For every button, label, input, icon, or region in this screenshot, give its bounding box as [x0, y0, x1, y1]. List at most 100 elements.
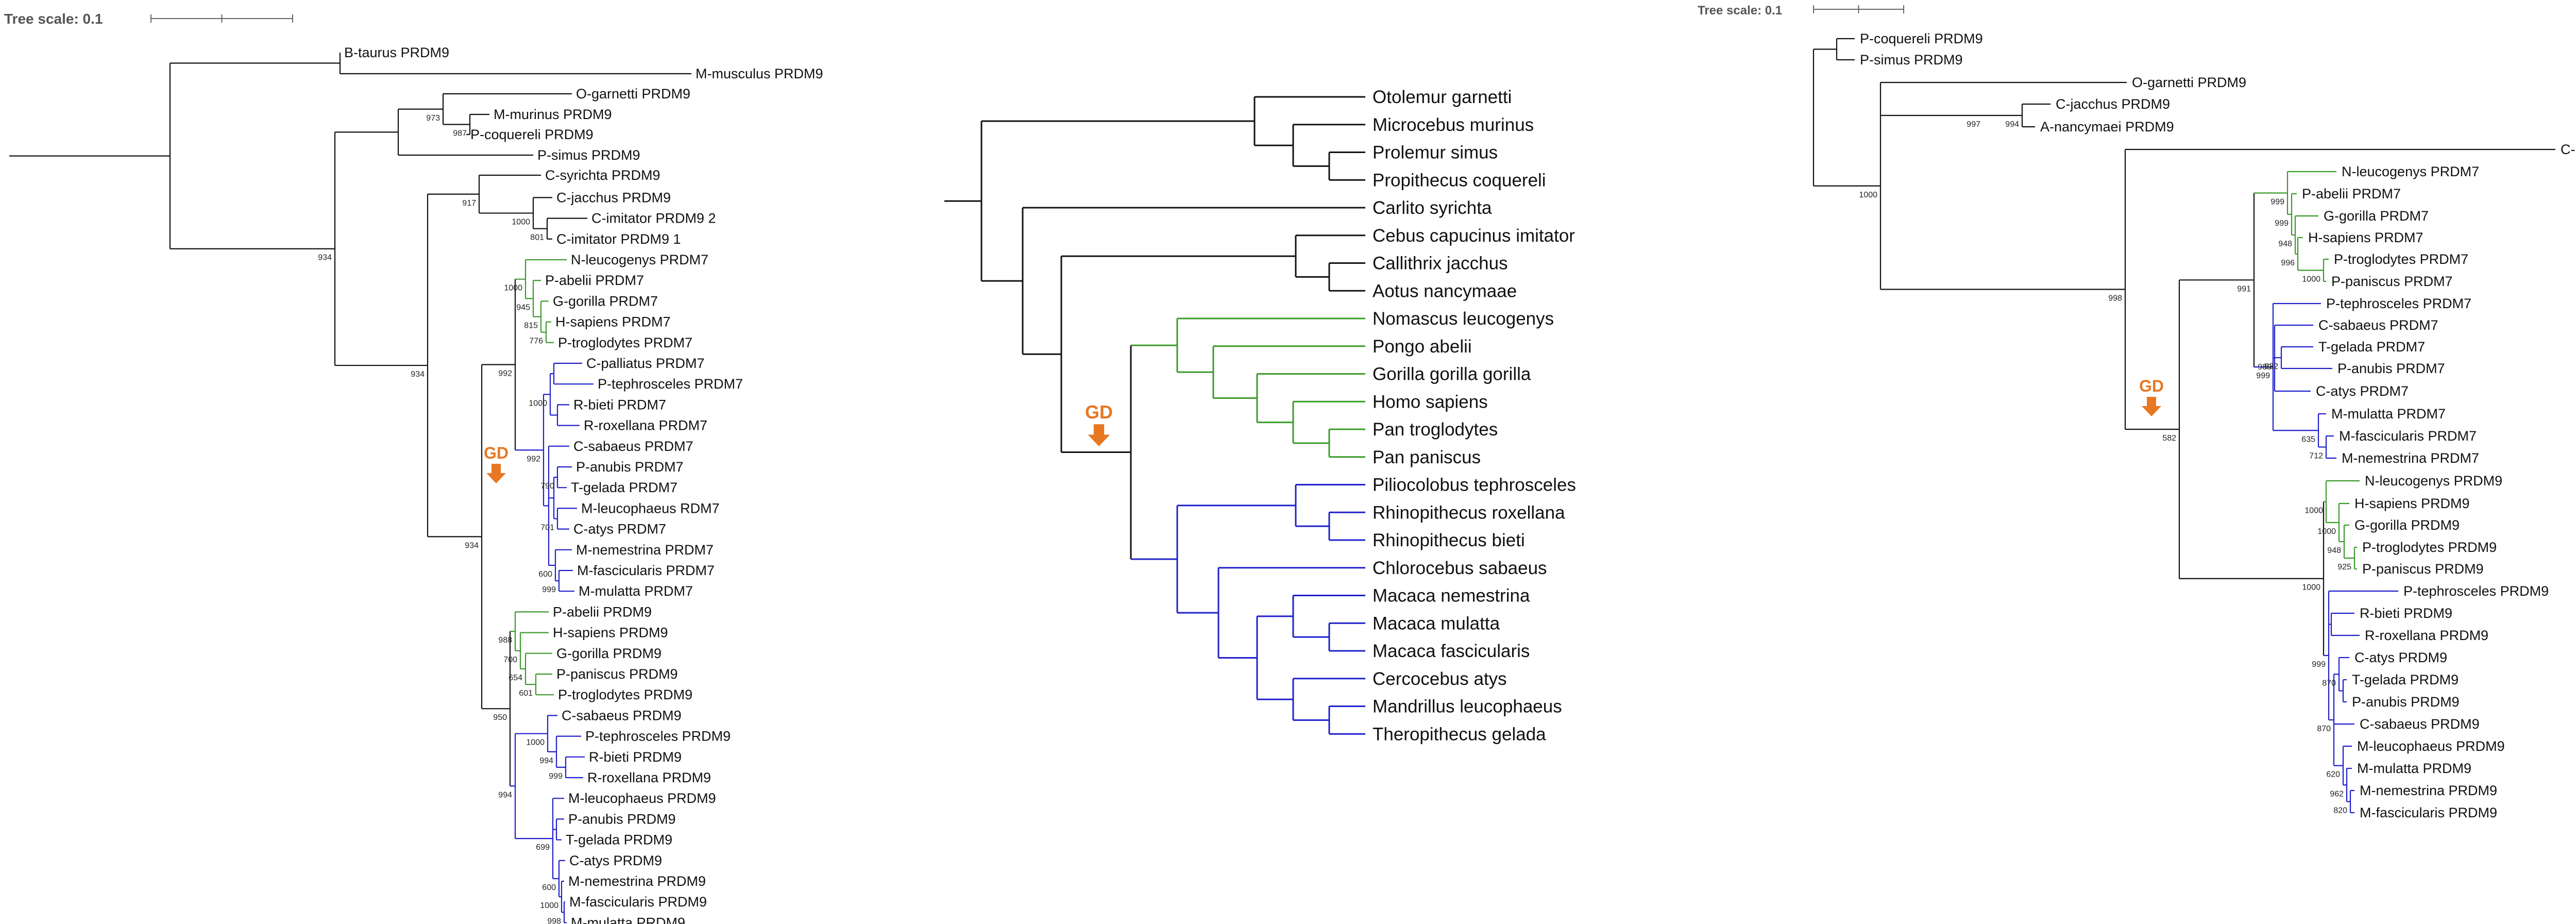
- bootstrap-value: 992: [498, 369, 512, 378]
- tip-label: C-atys PRDM7: [2316, 383, 2409, 399]
- tip-label: Microcebus murinus: [1372, 115, 1534, 135]
- tip-label: H-sapiens PRDM9: [553, 625, 668, 641]
- tip-label: C-imitator PRDM9 1: [556, 231, 681, 247]
- tip-label: P-anubis PRDM7: [2337, 361, 2445, 376]
- gd-label: GD: [484, 444, 509, 462]
- tip-label: P-abelii PRDM7: [2302, 186, 2401, 201]
- tip-label: C-sabaeus PRDM7: [2318, 317, 2438, 333]
- tip-label: Pan paniscus: [1372, 447, 1481, 467]
- bootstrap-value: 1000: [540, 901, 558, 910]
- tip-label: G-gorilla PRDM9: [2354, 517, 2460, 533]
- tip-label: P-paniscus PRDM7: [2331, 274, 2453, 289]
- bootstrap-value: 925: [2337, 563, 2351, 572]
- bootstrap-value: 582: [2162, 434, 2176, 443]
- tip-label: R-roxellana PRDM9: [587, 770, 711, 785]
- tip-label: A-nancymaei PRDM9: [2040, 119, 2174, 135]
- tip-label: Rhinopithecus bieti: [1372, 530, 1525, 550]
- bootstrap-value: 973: [426, 114, 440, 123]
- tip-label: R-bieti PRDM9: [589, 749, 682, 765]
- tree-scale-label: Tree scale: 0.1: [1698, 4, 1782, 18]
- tip-label: Theropithecus gelada: [1372, 724, 1546, 744]
- tip-label: N-leucogenys PRDM7: [2342, 164, 2479, 179]
- tip-label: Gorilla gorilla gorilla: [1372, 364, 1531, 384]
- tip-label: P-anubis PRDM9: [2352, 694, 2460, 710]
- tip-label: C-sabaeus PRDM9: [562, 708, 682, 723]
- bootstrap-value: 917: [462, 199, 476, 208]
- tip-label: P-anubis PRDM9: [568, 811, 676, 827]
- tip-label: T-gelada PRDM7: [2318, 339, 2425, 355]
- gd-label: GD: [2139, 377, 2164, 395]
- bootstrap-value: 999: [542, 585, 556, 594]
- tip-label: M-mulatta PRDM7: [579, 583, 693, 599]
- gd-arrow-icon: [1088, 424, 1110, 446]
- bootstrap-value: 988: [498, 636, 512, 645]
- tip-label: Prolemur simus: [1372, 143, 1498, 163]
- tip-label: R-roxellana PRDM7: [584, 418, 707, 433]
- bootstrap-value: 1000: [2302, 583, 2320, 592]
- tip-label: Macaca nemestrina: [1372, 586, 1530, 606]
- tip-label: M-nemestrina PRDM7: [2342, 450, 2479, 466]
- bootstrap-value: 989: [2258, 363, 2272, 372]
- tip-label: M-musculus PRDM9: [696, 66, 823, 81]
- tip-label: G-gorilla PRDM9: [556, 646, 662, 661]
- bootstrap-value: 999: [2312, 660, 2326, 669]
- tip-label: Callithrix jacchus: [1372, 254, 1508, 274]
- tip-label: G-gorilla PRDM7: [553, 293, 658, 309]
- tip-label: M-fascicularis PRDM9: [2360, 805, 2497, 820]
- bootstrap-value: 600: [542, 883, 556, 892]
- bootstrap-value: 999: [549, 772, 563, 781]
- bootstrap-value: 870: [2317, 725, 2331, 733]
- bootstrap-value: 635: [2301, 435, 2315, 444]
- tip-label: P-troglodytes PRDM7: [2334, 251, 2468, 267]
- tip-label: Aotus nancymaae: [1372, 281, 1517, 301]
- tip-label: P-troglodytes PRDM7: [558, 335, 692, 350]
- bootstrap-value: 701: [540, 524, 554, 532]
- bootstrap-value: 1000: [529, 399, 547, 408]
- tip-label: H-sapiens PRDM9: [2354, 496, 2470, 511]
- bootstrap-value: 620: [2326, 770, 2340, 779]
- bootstrap-value: 962: [2330, 789, 2344, 798]
- bootstrap-value: 600: [538, 570, 552, 579]
- tip-label: P-troglodytes PRDM9: [2362, 540, 2497, 555]
- tip-label: P-tephrosceles PRDM7: [2326, 296, 2471, 311]
- bootstrap-value: 934: [318, 254, 332, 262]
- bootstrap-value: 1000: [2302, 275, 2320, 284]
- tip-label: P-simus PRDM9: [1860, 52, 1963, 68]
- bootstrap-value: 1000: [2304, 507, 2323, 515]
- tip-label: P-paniscus PRDM9: [2362, 561, 2484, 577]
- tip-label: G-gorilla PRDM7: [2324, 208, 2429, 224]
- tip-label: H-sapiens PRDM7: [2308, 230, 2424, 245]
- tip-label: M-mulatta PRDM7: [2331, 406, 2446, 422]
- bootstrap-value: 994: [2005, 120, 2019, 129]
- tip-label: Nomascus leucogenys: [1372, 309, 1554, 329]
- tip-label: M-nemestrina PRDM7: [576, 542, 714, 558]
- tip-label: P-tephrosceles PRDM7: [598, 376, 743, 392]
- tip-label: C-imitator PRDM9: [2561, 142, 2576, 157]
- tip-label: C-atys PRDM7: [573, 522, 666, 537]
- bootstrap-value: 801: [530, 233, 544, 242]
- bootstrap-value: 950: [493, 713, 507, 722]
- tip-label: M-murinus PRDM9: [494, 107, 612, 122]
- tip-label: Carlito syrichta: [1372, 198, 1492, 218]
- bootstrap-value: 997: [1967, 120, 1980, 129]
- tip-label: M-fascicularis PRDM7: [2339, 428, 2477, 444]
- tip-label: N-leucogenys PRDM9: [2365, 473, 2502, 489]
- bootstrap-value: 815: [524, 322, 538, 330]
- bootstrap-value: 987: [453, 129, 467, 138]
- gd-arrow-icon: [486, 464, 506, 483]
- tip-label: P-troglodytes PRDM9: [558, 687, 692, 702]
- tip-label: Otolemur garnetti: [1372, 87, 1512, 107]
- bootstrap-value: 1000: [526, 738, 545, 747]
- tip-label: P-abelii PRDM9: [553, 604, 652, 619]
- tip-label: C-atys PRDM9: [569, 853, 662, 868]
- bootstrap-value: 934: [411, 370, 425, 379]
- tip-label: M-leucophaeus PRDM9: [568, 791, 716, 806]
- tip-label: M-nemestrina PRDM9: [568, 873, 706, 889]
- tip-label: C-atys PRDM9: [2354, 650, 2447, 665]
- tip-label: C-sabaeus PRDM7: [573, 439, 693, 454]
- tip-label: Chlorocebus sabaeus: [1372, 558, 1547, 578]
